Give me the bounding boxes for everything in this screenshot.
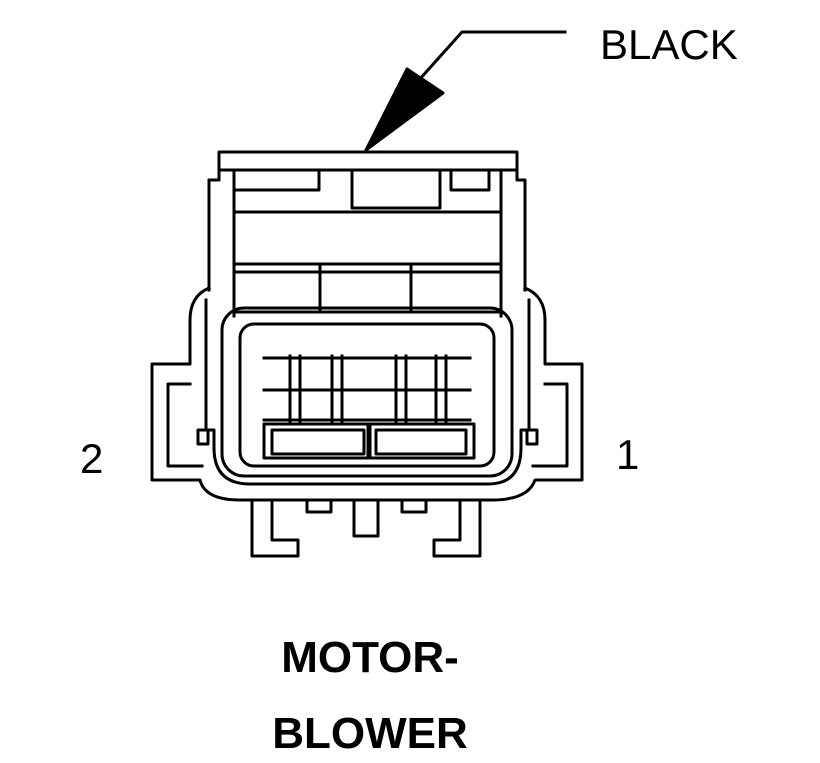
inner-body-outline (206, 300, 529, 484)
connector-top-cap (219, 152, 517, 170)
diagram-title-line-1: MOTOR- (281, 633, 459, 682)
callout-label: BLACK (600, 21, 738, 68)
terminal-slot-pin-2-inner (272, 430, 364, 454)
top-tab-center (352, 170, 440, 208)
terminal-face-inner (240, 324, 494, 466)
terminal-slot-pin-2 (264, 424, 370, 458)
top-tab-left (234, 170, 319, 190)
bottom-post-right (402, 500, 426, 512)
upper-housing-left-wall (209, 170, 219, 290)
callout-arrow-head (366, 69, 443, 150)
bottom-leg-right (434, 500, 480, 556)
bottom-leg-left (252, 500, 298, 556)
bottom-post-left (307, 500, 331, 512)
terminal-slot-pin-1-inner (376, 430, 466, 454)
left-latch-notch (168, 384, 202, 466)
top-tab-right (451, 170, 489, 190)
left-side-tab (198, 430, 208, 444)
right-side-tab (527, 430, 537, 444)
bottom-post-center (354, 500, 378, 536)
pin-number-left: 2 (80, 435, 104, 482)
right-latch-notch (533, 384, 567, 466)
callout-leader-line (410, 32, 565, 90)
terminal-slot-pin-1 (368, 424, 474, 458)
terminal-face-outer (222, 308, 512, 476)
diagram-title-line-2: BLOWER (272, 709, 468, 758)
pin-number-right: 1 (616, 431, 640, 478)
upper-housing-right-wall (517, 170, 525, 290)
